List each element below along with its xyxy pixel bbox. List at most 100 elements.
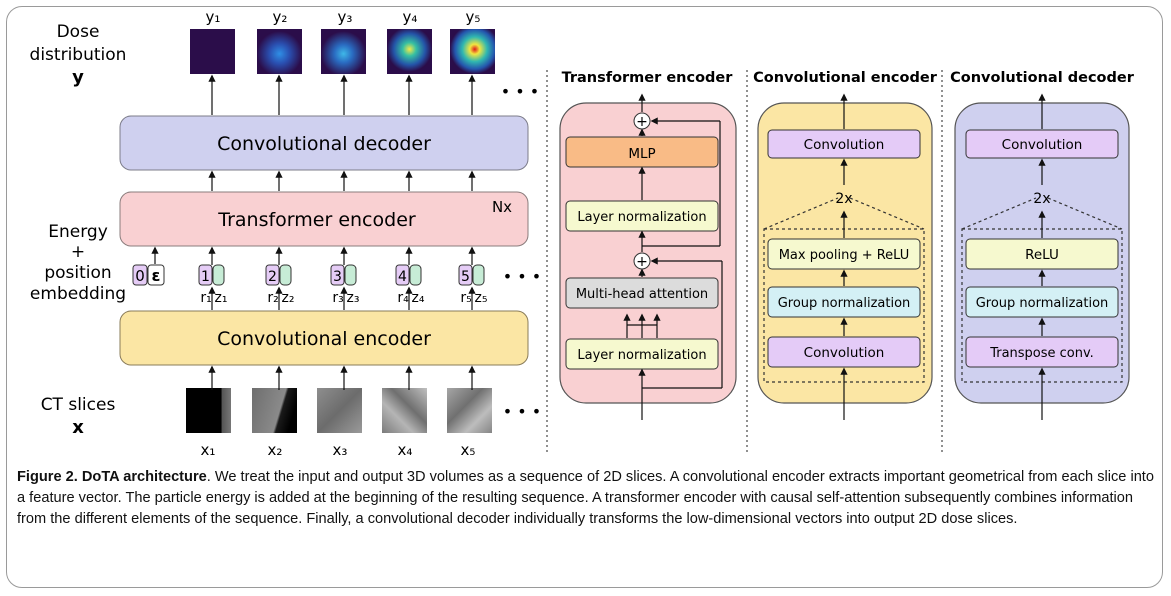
dose-slice-label: y₃: [338, 8, 353, 26]
figure-frame: [6, 6, 1163, 588]
ct-slice-label: x₂: [268, 441, 283, 459]
tf-layernorm-bottom-label: Layer normalization: [577, 348, 706, 363]
dose-slice-3: [321, 29, 366, 74]
ct-slice-label: x₃: [333, 441, 348, 459]
dec-groupnorm-label: Group normalization: [976, 296, 1109, 311]
ct-slice-3: [317, 388, 362, 433]
enc-groupnorm-label: Group normalization: [778, 296, 911, 311]
enc-conv-bottom-label: Convolution: [804, 345, 885, 361]
token-z-box: [344, 264, 357, 286]
dose-slice-1: [190, 29, 235, 74]
token-index: 2: [268, 269, 277, 285]
encoder-panel-title: Convolutional encoder: [753, 70, 938, 86]
token-r-label: r₁: [200, 290, 211, 306]
energy-token-symbol-text: ε: [152, 266, 161, 285]
energy-label-line2: +: [71, 242, 85, 262]
energy-label-line3: position: [44, 263, 111, 283]
ct-slice-label: x₄: [398, 441, 413, 459]
decoder-bar-label: Convolutional decoder: [217, 133, 431, 155]
caption-title: Figure 2. DoTA architecture: [17, 469, 207, 485]
dec-conv-top-label: Convolution: [1002, 137, 1083, 153]
transformer-panel-title: Transformer encoder: [562, 70, 734, 86]
transformer-panel-arrows: [623, 93, 723, 420]
dose-label-line1: Dose: [57, 22, 100, 42]
dose-symbol: y: [72, 67, 84, 88]
enc-maxpool: [767, 238, 921, 270]
encoder-bar-label: Convolutional encoder: [217, 328, 431, 350]
dec-transpose: [965, 336, 1119, 368]
dec-relu-label: ReLU: [1025, 247, 1059, 263]
enc-conv-bottom: [767, 336, 921, 368]
energy-token-symbol: [147, 264, 165, 286]
dec-groupnorm: [965, 286, 1119, 318]
dose-slice-label: y₅: [466, 8, 481, 26]
transformer-bar-label: Transformer encoder: [217, 209, 416, 231]
energy-label-line1: Energy: [48, 222, 108, 242]
enc-repeat-bracket-right: [849, 197, 925, 230]
token-index-box: [330, 264, 345, 286]
nx-label: Nx: [492, 198, 512, 216]
energy-label-line4: embedding: [30, 284, 126, 304]
figure-caption: Figure 2. DoTA architecture. We treat th…: [17, 467, 1157, 530]
ct-slice-1: [186, 388, 231, 433]
energy-token-index-text: 0: [135, 267, 145, 285]
dec-relu: [965, 238, 1119, 270]
ct-slice-label: x₁: [201, 441, 216, 459]
ct-label: CT slices: [41, 395, 116, 415]
token-index-box: [395, 264, 410, 286]
token-z-label: z₄: [412, 290, 425, 306]
token-r-label: r₄: [397, 290, 409, 306]
token-z-label: z₃: [347, 290, 360, 306]
token-index: 4: [398, 269, 407, 285]
attention-block: [565, 277, 719, 309]
dose-slice-4: [387, 29, 432, 74]
pipeline-arrows: [151, 74, 476, 390]
token-z-label: z₁: [215, 290, 228, 306]
token-index-box: [198, 264, 213, 286]
residual-add-top-sign: +: [636, 114, 648, 130]
ct-ellipsis: • • •: [503, 402, 541, 421]
dose-slice-label: y₁: [206, 8, 221, 26]
ct-slice-images: [186, 388, 492, 433]
enc-maxpool-label: Max pooling + ReLU: [779, 248, 910, 263]
token-r-label: r₂: [267, 290, 278, 306]
ct-symbol: x: [72, 417, 84, 438]
token-z-box: [472, 264, 485, 286]
energy-token-index: [132, 264, 148, 286]
token-r-label: r₅: [460, 290, 471, 306]
tf-layernorm-top-label: Layer normalization: [577, 210, 706, 225]
token-index: 3: [333, 269, 342, 285]
dec-repeat-bracket: [961, 197, 1037, 230]
dose-ellipsis: • • •: [501, 82, 539, 101]
enc-groupnorm: [767, 286, 921, 318]
token-index-box: [458, 264, 473, 286]
caption-text: . We treat the input and output 3D volum…: [17, 469, 1154, 527]
dec-repeat-bracket-right: [1047, 197, 1123, 230]
token-z-box: [279, 264, 292, 286]
token-index: 5: [461, 269, 470, 285]
mlp-label: MLP: [628, 146, 655, 162]
dose-slice-2: [257, 29, 302, 74]
transformer-panel-bg: [559, 102, 737, 404]
token-r-label: r₃: [332, 290, 343, 306]
dose-slice-5: [450, 29, 495, 74]
attention-label: Multi-head attention: [576, 287, 708, 302]
dose-label-line2: distribution: [30, 45, 127, 65]
dose-slice-label: y₂: [273, 8, 288, 26]
dec-conv-top: [965, 129, 1119, 159]
decoder-panel-title: Convolutional decoder: [950, 70, 1135, 86]
token-z-box: [212, 264, 225, 286]
ct-slice-4: [382, 388, 427, 433]
dose-slice-images: [190, 29, 495, 74]
token-ellipsis: • • •: [503, 267, 541, 286]
transformer-bar: [119, 191, 529, 247]
decoder-bar: [119, 115, 529, 171]
ct-slice-2: [252, 388, 297, 433]
token-index-box: [265, 264, 280, 286]
dec-repeat-label: 2x: [1033, 191, 1050, 207]
ct-slice-5: [447, 388, 492, 433]
